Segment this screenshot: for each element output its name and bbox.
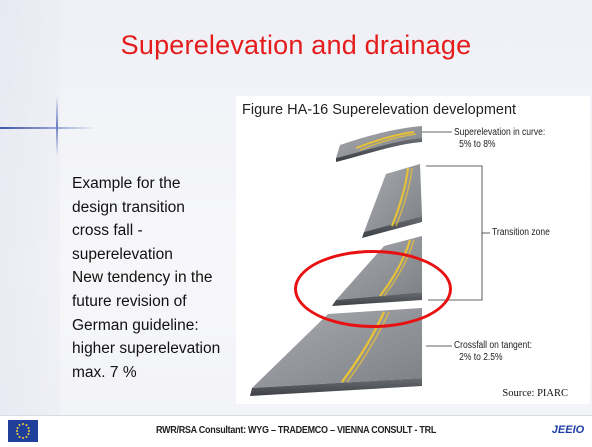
body-line: superelevation	[72, 245, 173, 263]
footer-credits: RWR/RSA Consultant: WYG – TRADEMCO – VIE…	[155, 425, 437, 436]
road-segment-2	[362, 164, 422, 238]
body-line: cross fall -	[72, 222, 143, 240]
decorative-horizontal-line	[0, 127, 96, 129]
body-line: Example for the	[72, 175, 181, 192]
figure-caption: Figure HA-16 Superelevation development	[242, 102, 517, 118]
body-line: max. 7 %	[72, 363, 137, 381]
decorative-vertical-line	[56, 96, 58, 156]
body-line: New tendency in the	[72, 269, 213, 287]
eu-flag-icon	[8, 420, 38, 442]
body-line: German guideline:	[72, 316, 199, 334]
superelevation-figure: Figure HA-16 Superelevation development	[236, 96, 590, 404]
tangent-label: Crossfall on tangent: 2% to 2.5%	[454, 340, 532, 363]
body-text: Example for the design transition cross …	[72, 172, 222, 384]
highlight-ellipse	[294, 250, 452, 328]
tangent-label-line1: Crossfall on tangent:	[454, 340, 532, 351]
road-segment-tangent	[250, 308, 422, 396]
leader-lines	[422, 131, 490, 347]
body-line: future revision of	[72, 292, 187, 310]
source-label: Source: PIARC	[502, 388, 568, 399]
tangent-label-line2: 2% to 2.5%	[459, 351, 503, 363]
curve-label-line1: Superelevation in curve:	[454, 127, 546, 138]
body-line: design transition	[72, 198, 185, 216]
road-segment-curve	[336, 126, 422, 162]
left-decoration-band	[0, 0, 60, 446]
transition-label: Transition zone	[492, 227, 550, 238]
footer-bar	[0, 415, 592, 447]
project-logo: JEEIO	[551, 424, 585, 436]
slide-title: Superelevation and drainage	[120, 30, 472, 60]
curve-label-line2: 5% to 8%	[459, 138, 496, 150]
curve-label: Superelevation in curve: 5% to 8%	[454, 127, 545, 150]
body-line: higher superelevation	[72, 340, 221, 358]
